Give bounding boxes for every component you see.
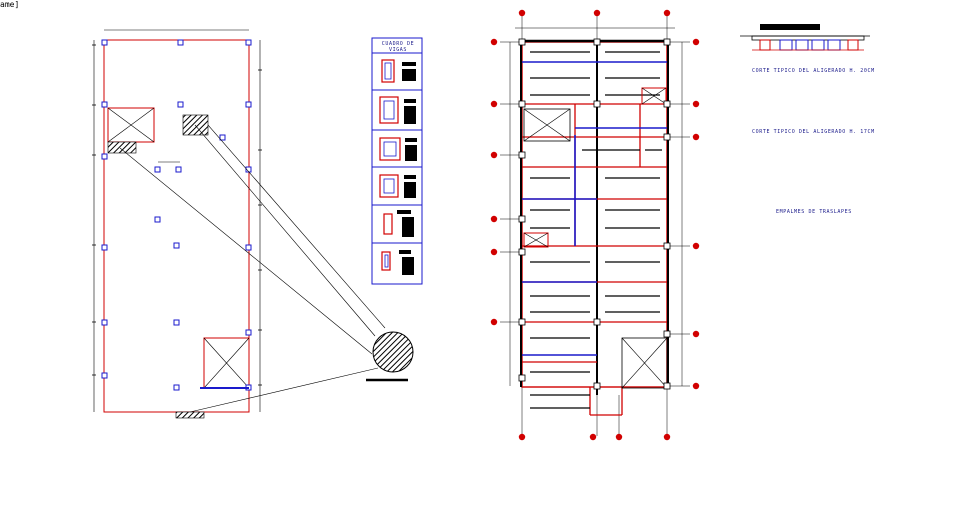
beam-schedule: [371, 37, 423, 285]
slab-section-20cm: [740, 24, 870, 51]
section-17cm-title: CORTE TIPICO DEL ALIGERADO H. 17CM: [752, 129, 875, 135]
beam-schedule-title: CUADRO DE VIGAS: [381, 41, 415, 53]
foundation-plan: [92, 29, 262, 419]
corner-label: ame]: [0, 0, 20, 9]
splice-title: EMPALMES DE TRASLAPES: [776, 209, 852, 215]
section-20cm-title: CORTE TIPICO DEL ALIGERADO H. 20CM: [752, 68, 875, 74]
detail-leaders: [119, 124, 386, 413]
footing-detail-circle: [372, 331, 414, 373]
slab-plan: [490, 9, 700, 441]
